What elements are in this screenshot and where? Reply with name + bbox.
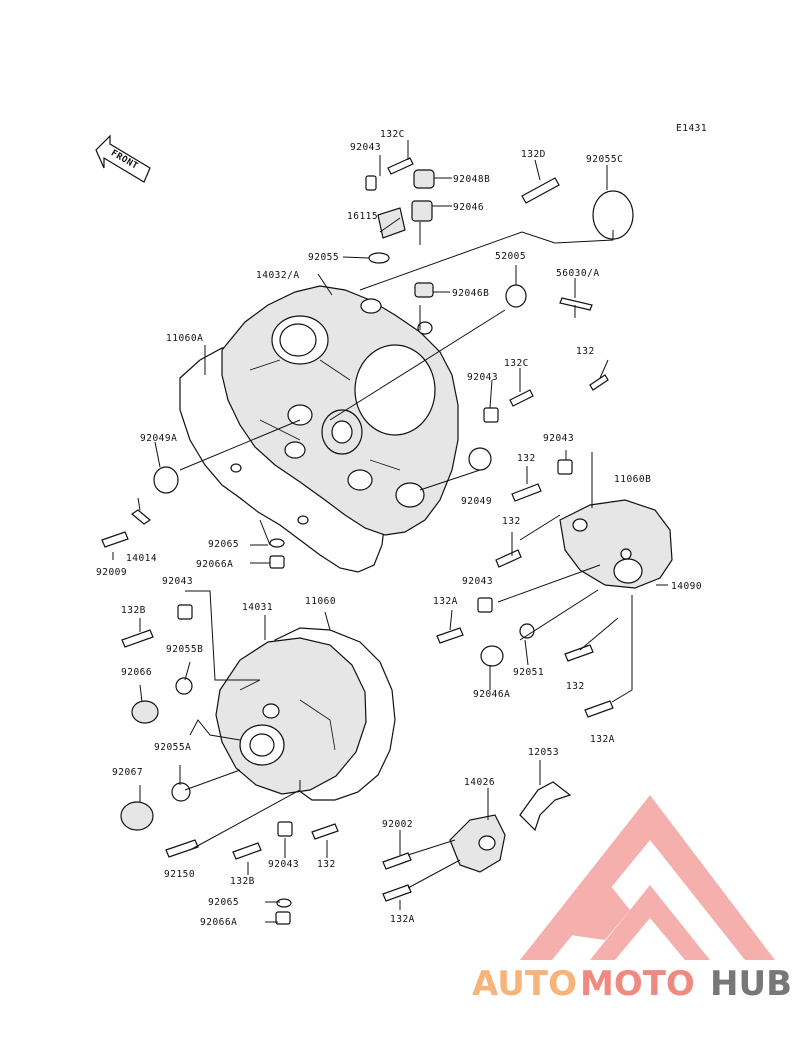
part-label: 92043 xyxy=(543,433,574,444)
part-label: 14014 xyxy=(126,553,157,564)
clutch-cover-right-illustration xyxy=(436,459,673,718)
part-label: 92043 xyxy=(162,576,193,587)
part-label: 132 xyxy=(517,453,536,464)
part-label: 92049 xyxy=(461,496,492,507)
part-label: 92055C xyxy=(586,154,623,165)
part-label: 132B xyxy=(230,876,255,887)
part-label: 132 xyxy=(566,681,585,692)
part-label: 92043 xyxy=(462,576,493,587)
part-label: 132 xyxy=(317,859,336,870)
part-label: 132B xyxy=(121,605,146,616)
part-label: 92055B xyxy=(166,644,203,655)
part-label: 92055 xyxy=(308,252,339,263)
part-label: 11060A xyxy=(166,333,203,344)
part-label: 11060 xyxy=(305,596,336,607)
part-label: 132 xyxy=(576,346,595,357)
part-label: 132C xyxy=(380,129,405,140)
part-label: 92002 xyxy=(382,819,413,830)
part-label: 92049A xyxy=(140,433,177,444)
part-label: 16115 xyxy=(347,211,378,222)
part-label: 14026 xyxy=(464,777,495,788)
crankcase-cover-lower-illustration xyxy=(215,627,396,801)
part-label: 11060B xyxy=(614,474,651,485)
part-label: 92066A xyxy=(196,559,233,570)
upper-small-parts xyxy=(153,157,634,494)
watermark-auto: AUTO xyxy=(472,964,577,1004)
watermark-moto: MOTO xyxy=(580,964,695,1004)
watermark-triangle xyxy=(520,795,775,960)
part-label: 14032/A xyxy=(256,270,300,281)
part-label: 92043 xyxy=(467,372,498,383)
part-label: 92046 xyxy=(453,202,484,213)
part-label: 132A xyxy=(433,596,458,607)
part-label: 132 xyxy=(502,516,521,527)
watermark-hub: HUB xyxy=(710,964,792,1004)
part-label: 92046B xyxy=(452,288,489,299)
part-label: 132D xyxy=(521,149,546,160)
part-label: 56030/A xyxy=(556,268,600,279)
lower-small-parts xyxy=(165,781,572,925)
part-label: 92051 xyxy=(513,667,544,678)
part-label: 92067 xyxy=(112,767,143,778)
part-label: 92066A xyxy=(200,917,237,928)
leader-lines xyxy=(112,140,668,923)
diagram-code: E1431 xyxy=(676,123,707,134)
part-label: 52005 xyxy=(495,251,526,262)
part-label: 12053 xyxy=(528,747,559,758)
front-arrow: FRONT xyxy=(95,134,151,183)
part-label: 92043 xyxy=(268,859,299,870)
automotohub-watermark: AUTO MOTO HUB xyxy=(472,795,792,1004)
part-label: 132A xyxy=(390,914,415,925)
part-label: 92065 xyxy=(208,897,239,908)
left-small-parts xyxy=(101,509,285,831)
part-label: 92043 xyxy=(350,142,381,153)
part-label: 92048B xyxy=(453,174,490,185)
part-label: 14031 xyxy=(242,602,273,613)
part-label: 132C xyxy=(504,358,529,369)
part-label: 92066 xyxy=(121,667,152,678)
part-label: 132A xyxy=(590,734,615,745)
part-label: 92150 xyxy=(164,869,195,880)
part-label: 92065 xyxy=(208,539,239,550)
part-label: 92055A xyxy=(154,742,191,753)
part-label: 92046A xyxy=(473,689,510,700)
part-labels: 132C 92043 92048B 132D 92055C 16115 9204… xyxy=(96,129,702,928)
crankcase-cover-left-illustration xyxy=(179,285,459,573)
part-label: 92009 xyxy=(96,567,127,578)
part-label: 14090 xyxy=(671,581,702,592)
